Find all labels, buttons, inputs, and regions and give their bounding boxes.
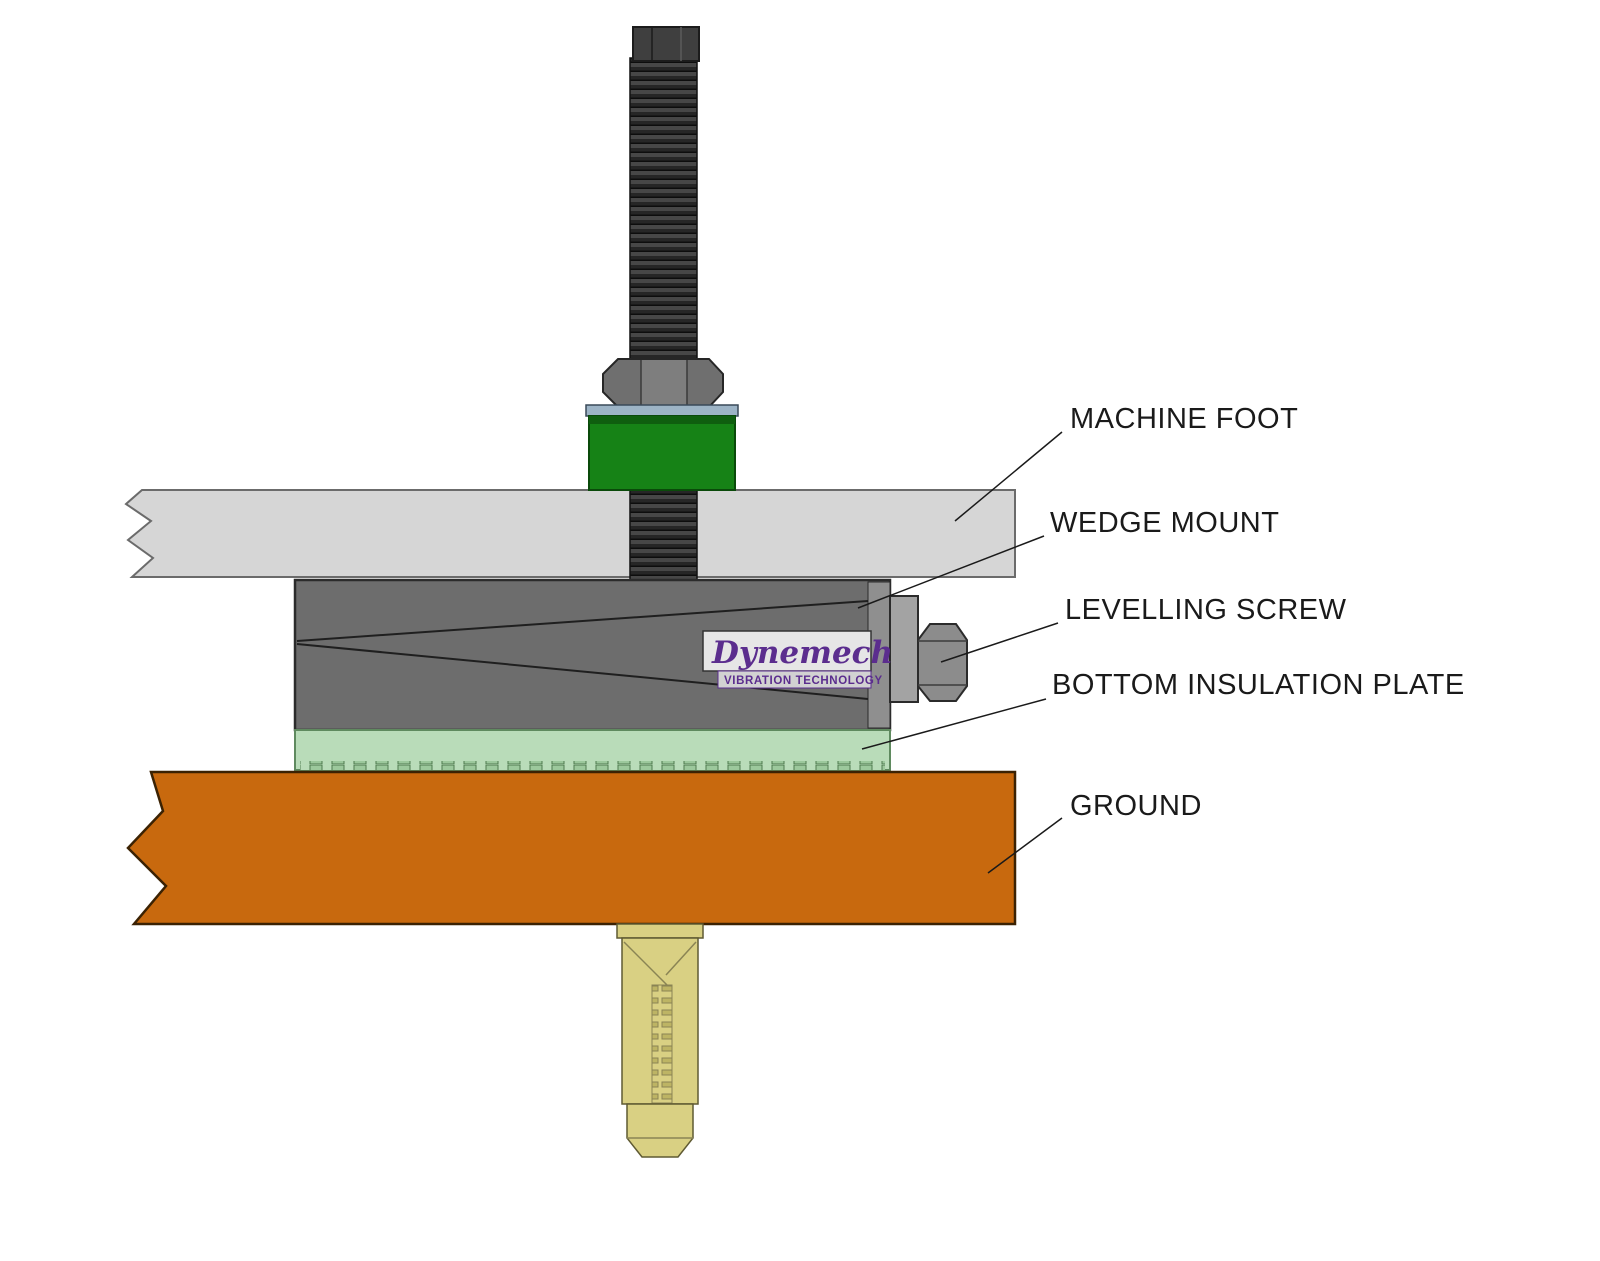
label-wedge-mount: WEDGE MOUNT (1050, 507, 1279, 539)
leader-machine-foot (954, 431, 1063, 522)
brand-logo: Dynemech VIBRATION TECHNOLOGY (702, 630, 893, 689)
levelling-screw (889, 595, 968, 703)
leader-bottom-insulation-plate (861, 698, 1047, 750)
leader-wedge-mount (857, 535, 1045, 609)
anchor-bolt (616, 923, 704, 1158)
wedge-diagonal-top (296, 600, 869, 642)
threaded-rod (629, 57, 698, 586)
leader-ground (987, 817, 1063, 874)
bottom-insulation-plate (294, 729, 891, 771)
label-ground: GROUND (1070, 790, 1202, 822)
callouts (857, 431, 1063, 874)
brand-logo-tagline: VIBRATION TECHNOLOGY (724, 675, 883, 687)
label-levelling-screw: LEVELLING SCREW (1065, 594, 1347, 626)
label-machine-foot: MACHINE FOOT (1070, 403, 1298, 435)
machine-foot-plate (124, 489, 1016, 578)
rod-top-hex-head (632, 26, 700, 62)
wedge-diagonal-bottom (296, 643, 869, 700)
ground-slab (126, 770, 1017, 926)
green-spacer-bush (588, 415, 736, 491)
washer (585, 404, 739, 417)
rod-hex-nut (602, 358, 724, 408)
leader-levelling-screw (940, 622, 1059, 663)
label-bottom-insulation-plate: BOTTOM INSULATION PLATE (1052, 669, 1465, 701)
brand-logo-text: Dynemech (711, 635, 893, 671)
